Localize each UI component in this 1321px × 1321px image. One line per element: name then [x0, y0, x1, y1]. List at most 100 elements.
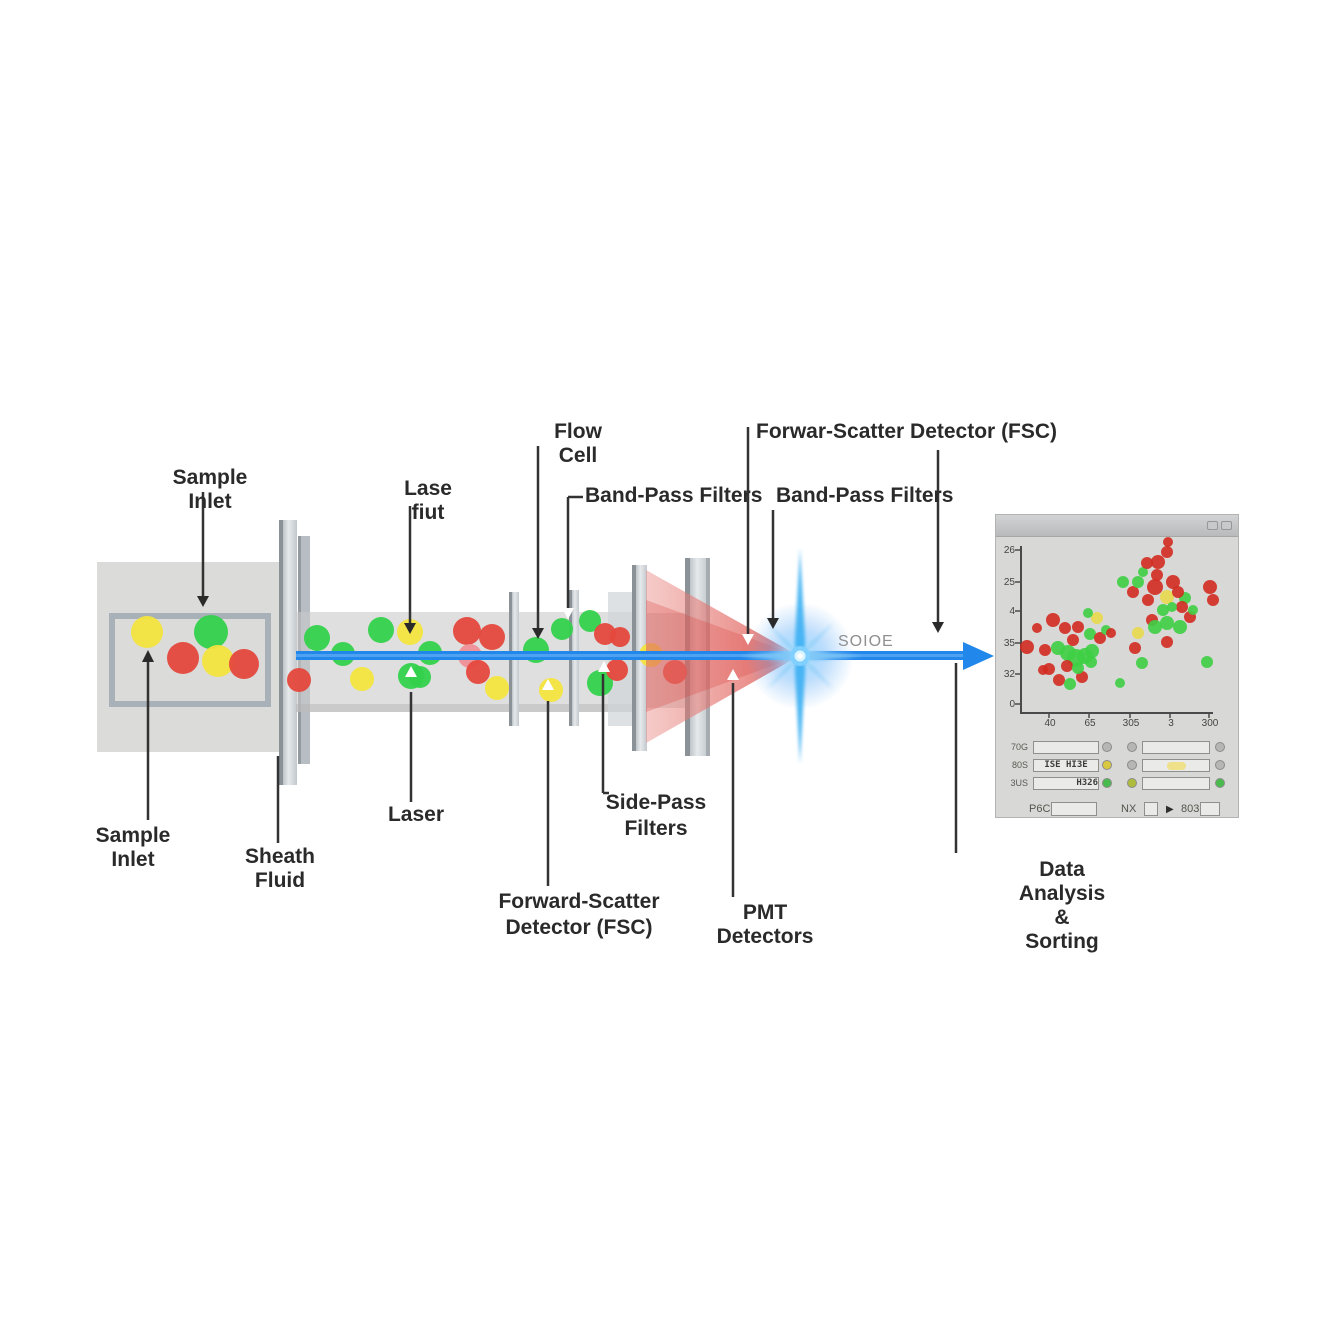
y-tick: 25 [1003, 577, 1015, 588]
label-laser: Laser [387, 803, 445, 826]
bead [194, 615, 228, 649]
bead [350, 667, 374, 691]
label-lase-fiut: Lase fiut [404, 477, 452, 524]
control-row-label: 3US [1010, 778, 1028, 788]
value-box[interactable] [1142, 741, 1210, 754]
y-tick: 32 [1003, 669, 1015, 680]
status-icon[interactable] [1102, 742, 1112, 752]
y-tick: 4 [1009, 606, 1015, 617]
status-icon[interactable] [1215, 742, 1225, 752]
status-icon[interactable] [1102, 778, 1112, 788]
fsc-value-box[interactable] [1051, 802, 1097, 816]
sample-beads-layer [131, 615, 259, 679]
white-arrowheads [405, 608, 754, 690]
scatter-cone [646, 570, 799, 743]
filter-plates [509, 558, 710, 756]
bead [409, 666, 431, 688]
value-box[interactable] [1142, 777, 1210, 790]
play-icon[interactable]: ▶ [1166, 804, 1174, 815]
y-tick: 26 [1003, 545, 1015, 556]
label-band-pass-right: Band-Pass Filters [776, 484, 954, 507]
bead [606, 659, 628, 681]
bead [587, 670, 613, 696]
bead [594, 623, 616, 645]
status-icon[interactable] [1127, 742, 1137, 752]
beam-text: SOIOE [838, 633, 894, 650]
bead [551, 618, 573, 640]
yellow-indicator [1167, 762, 1186, 770]
label-sheath-fluid: Sheath Fluid [244, 845, 316, 892]
nx-value-box[interactable] [1144, 802, 1158, 816]
bead [229, 649, 259, 679]
status-icon[interactable] [1102, 760, 1112, 770]
sample-inlet-box [97, 562, 280, 752]
bead [485, 676, 509, 700]
status-icon[interactable] [1215, 760, 1225, 770]
label-forward-scatter-top: Forwar-Scatter Detector (FSC) [756, 420, 1058, 443]
bead [202, 645, 234, 677]
status-icon[interactable] [1215, 778, 1225, 788]
label-band-pass-left: Band-Pass Filters [585, 484, 763, 507]
bead [287, 668, 311, 692]
x-tick: 40 [1044, 718, 1056, 729]
bead [368, 617, 394, 643]
label-flow-cell: Flow Cell [554, 420, 602, 467]
flow-tube [296, 612, 688, 712]
sheath-fluid-plates [279, 520, 310, 785]
tube-beads-layer [287, 610, 687, 702]
bead [539, 678, 563, 702]
num-value-box[interactable] [1200, 802, 1220, 816]
value-box[interactable]: H326 [1033, 777, 1099, 790]
control-row: 70G [996, 741, 1240, 755]
beam-arrowhead [963, 642, 994, 670]
status-icon[interactable] [1127, 778, 1137, 788]
bead [167, 642, 199, 674]
bead [663, 660, 687, 684]
num-field-label: 803 [1181, 803, 1200, 815]
bead [418, 641, 442, 665]
value-box[interactable]: ISE HI3E [1033, 759, 1099, 772]
bead [523, 637, 549, 663]
control-row: 3US H326 [996, 777, 1240, 791]
x-tick: 65 [1084, 718, 1096, 729]
label-sample-inlet-top: Sample Inlet [172, 466, 248, 513]
bead [131, 616, 163, 648]
window-minimize-icon[interactable] [1207, 521, 1218, 530]
control-row: 80S ISE HI3E [996, 759, 1240, 773]
bead [610, 627, 630, 647]
bead [304, 625, 330, 651]
control-row-label: 80S [1011, 760, 1028, 770]
status-icon[interactable] [1127, 760, 1137, 770]
value-box[interactable] [1142, 759, 1210, 772]
label-pmt-detectors: PMT Detectors [716, 901, 814, 948]
bead [453, 617, 481, 645]
label-fsc-line2: Detector (FSC) [505, 916, 653, 939]
y-tick: 35 [1003, 638, 1015, 649]
window-close-icon[interactable] [1221, 521, 1232, 530]
bead [458, 644, 482, 668]
nx-field-label: NX [1121, 803, 1137, 815]
laser-star [740, 548, 862, 764]
label-fsc-line1: Forward-Scatter [498, 890, 660, 913]
label-side-pass-line1: Side-Pass [605, 791, 707, 814]
x-tick: 3 [1168, 718, 1174, 729]
value-box[interactable] [1033, 741, 1099, 754]
black-arrowheads [142, 596, 944, 662]
bead [397, 619, 423, 645]
label-side-pass-line2: Filters [624, 817, 688, 840]
label-data-analysis: Data Analysis & Sorting [1018, 858, 1106, 953]
bead [639, 643, 663, 667]
fsc-field-label: P6C [1029, 803, 1051, 815]
bead [466, 660, 490, 684]
bead [331, 642, 355, 666]
control-row-label: 70G [1010, 742, 1028, 752]
sample-channel [109, 613, 271, 707]
band-pass-plate [572, 590, 579, 726]
bead [579, 610, 601, 632]
y-tick: 0 [1009, 699, 1015, 710]
bottom-control-row: P6C NX ▶ 803 [996, 801, 1240, 817]
